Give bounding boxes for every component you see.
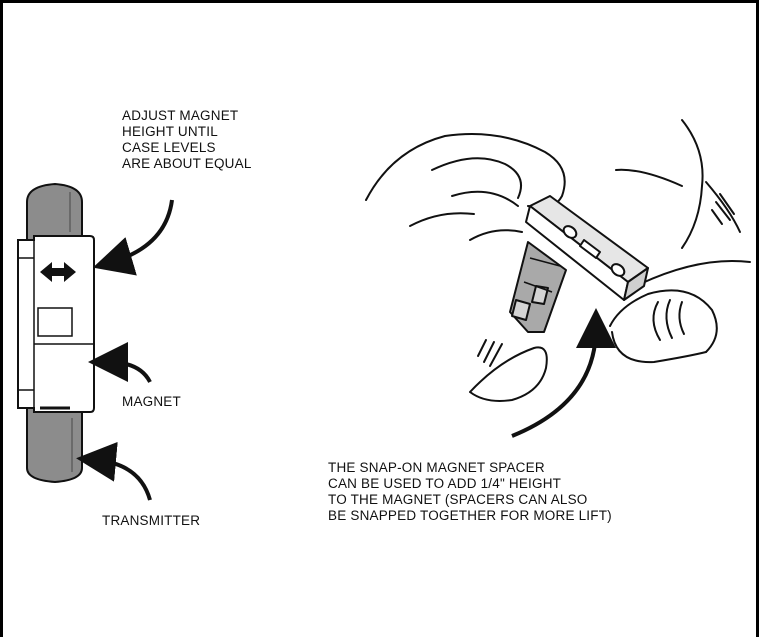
magnet-label: MAGNET — [122, 394, 181, 409]
magnet-case — [17, 235, 95, 413]
small-magnet — [525, 195, 649, 301]
transmitter-arrow — [76, 441, 152, 501]
magnet-arrow — [88, 342, 152, 383]
transmitter-label: TRANSMITTER — [102, 513, 201, 528]
magnet-spacer — [509, 241, 567, 333]
double-arrow-icon — [40, 262, 76, 282]
hands-illustration — [365, 119, 751, 402]
adjust-height-arrow — [92, 199, 174, 276]
spacer-note-label: THE SNAP-ON MAGNET SPACER CAN BE USED TO… — [328, 460, 612, 523]
adjust-height-label: ADJUST MAGNET HEIGHT UNTIL CASE LEVELS A… — [122, 108, 252, 171]
spacer-arrow — [511, 308, 616, 438]
